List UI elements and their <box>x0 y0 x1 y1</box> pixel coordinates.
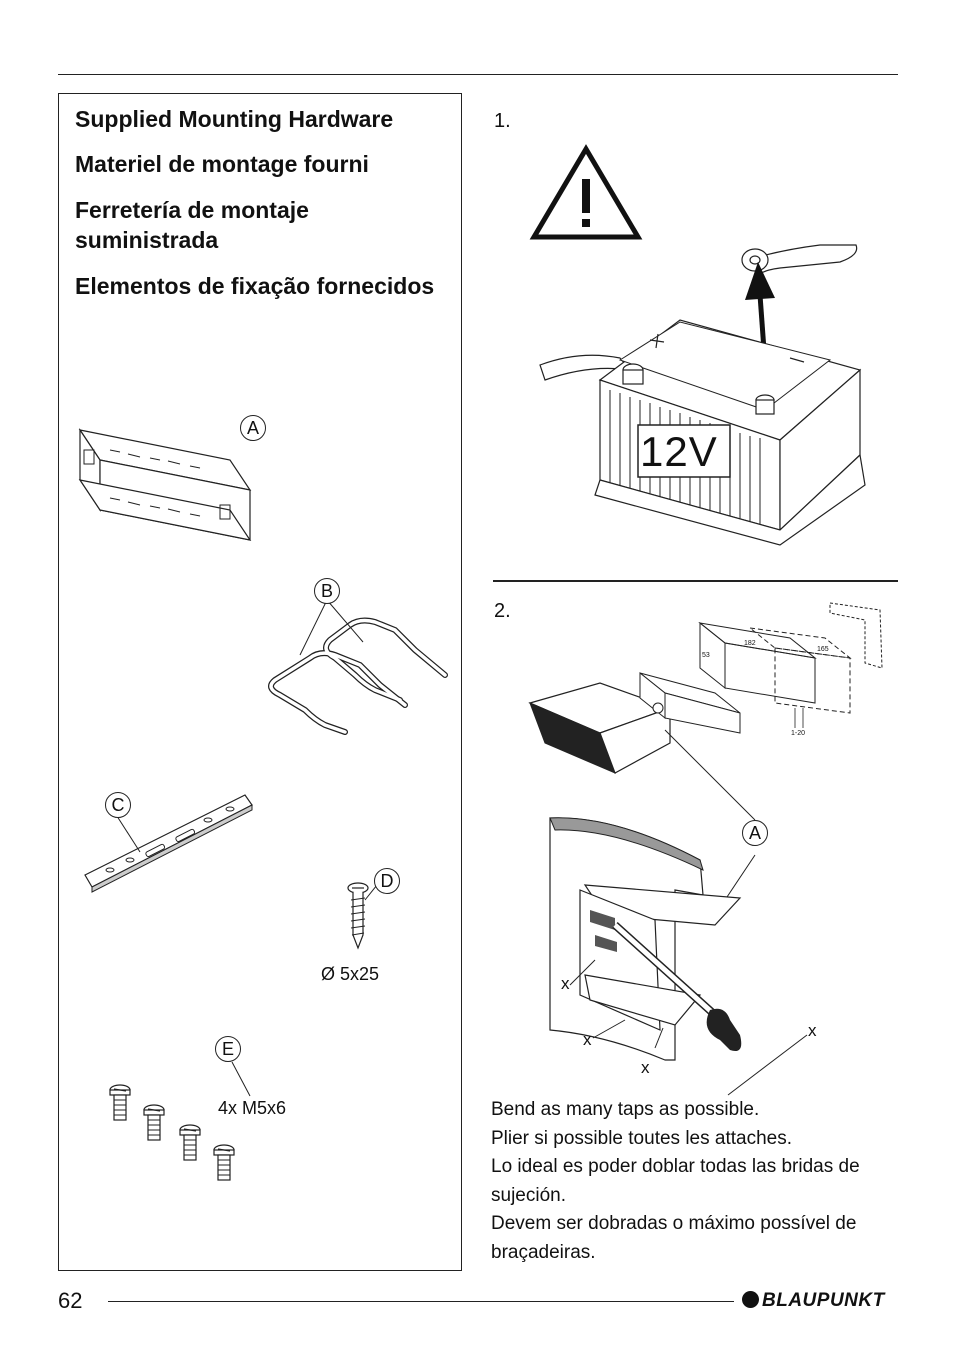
part-b-label: B <box>314 578 340 604</box>
removal-keys-illustration <box>268 599 448 735</box>
instruction-pt: Devem ser dobradas o máximo possível de … <box>491 1213 857 1263</box>
battery-voltage-label: 12V <box>640 428 718 475</box>
heading-fr: Materiel de montage fourni <box>75 151 369 177</box>
tap-marker-2: x <box>583 1030 592 1049</box>
brand-name: BLAUPUNKT <box>762 1290 885 1311</box>
part-c-label: C <box>105 792 131 818</box>
page-number: 62 <box>58 1288 83 1313</box>
heading-pt: Elementos de fixação fornecidos <box>75 273 435 299</box>
bend-taps-illustration <box>549 729 808 1096</box>
instructions-block: Bend as many taps as possible. Plier si … <box>491 1096 883 1267</box>
dim-depth: 165 <box>817 646 829 653</box>
tap-marker-1: x <box>561 974 570 993</box>
dim-thickness: 1-20 <box>791 730 806 737</box>
wood-screw-icon <box>347 882 378 950</box>
footer-rule <box>108 1301 734 1302</box>
warning-icon <box>529 144 643 240</box>
step-2-part-label: A <box>742 820 768 846</box>
tap-marker-4: x <box>808 1021 817 1040</box>
leader-line-e <box>231 1061 251 1097</box>
brand-logo: BLAUPUNKT <box>742 1290 885 1312</box>
heading-es: Ferretería de montaje suministrada <box>75 197 309 253</box>
part-d-spec: Ø 5x25 <box>321 964 380 984</box>
dim-height: 53 <box>702 652 710 659</box>
mounting-sleeve-illustration <box>78 428 252 541</box>
heading-en: Supplied Mounting Hardware <box>75 106 394 132</box>
dim-width: 182 <box>744 640 756 647</box>
instruction-fr: Plier si possible toutes les attaches. <box>491 1127 792 1149</box>
instruction-en: Bend as many taps as possible. <box>491 1099 760 1120</box>
installation-exploded-diagram <box>528 602 883 774</box>
part-a-label: A <box>240 415 266 441</box>
machine-screws-icon <box>109 1084 235 1181</box>
section-divider <box>493 580 898 582</box>
part-e-label: E <box>215 1036 241 1062</box>
step-1-number: 1. <box>494 110 511 132</box>
metal-strap-illustration <box>84 794 253 893</box>
part-e-spec: 4x M5x6 <box>218 1098 287 1118</box>
instruction-es: Lo ideal es poder doblar todas las brida… <box>491 1156 860 1206</box>
battery-illustration <box>539 244 866 546</box>
step-2-number: 2. <box>494 600 511 622</box>
part-d-label: D <box>374 868 400 894</box>
tap-marker-3: x <box>641 1058 650 1077</box>
hardware-panel: Supplied Mounting Hardware Materiel de m… <box>58 93 462 1271</box>
brand-dot-icon <box>742 1291 759 1308</box>
top-rule <box>58 74 898 75</box>
